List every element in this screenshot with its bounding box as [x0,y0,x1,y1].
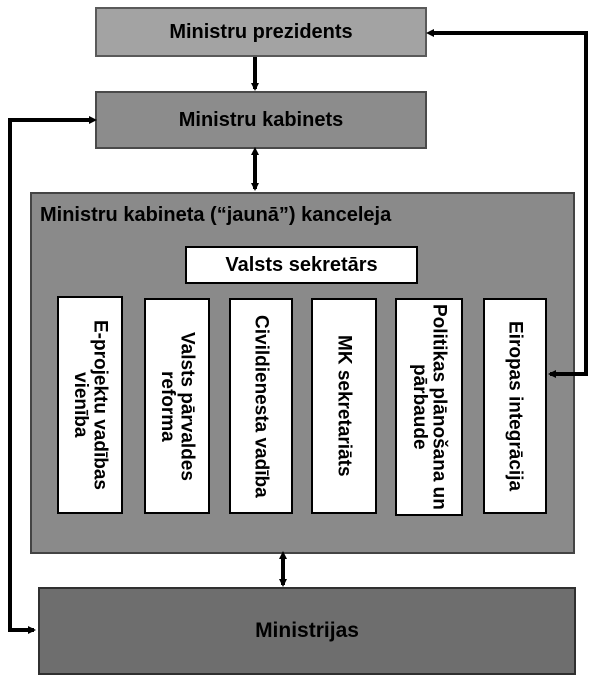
node-label: Ministru kabinets [178,108,344,131]
container-title: Ministru kabineta (“jaunā”) kanceleja [40,204,392,226]
unit-label: Civildienesta vadība [250,314,272,498]
node-ministrijas: Ministrijas [38,587,576,675]
node-label: Ministru prezidents [169,20,353,43]
unit-civildienesta: Civildienesta vadība [229,298,293,514]
node-ministru-prezidents: Ministru prezidents [95,7,427,57]
node-label: Ministrijas [255,619,359,642]
unit-mk-sekretariats: MK sekretariāts [311,298,377,514]
unit-label: MK sekretariāts [333,335,355,477]
unit-valsts-parvaldes: Valsts pārvaldes reforma [144,298,210,514]
arrow-cabinet-ministries [8,116,97,634]
node-valsts-sekretars: Valsts sekretārs [185,246,418,284]
unit-label: Valsts pārvaldes reforma [157,331,198,481]
node-label: Valsts sekretārs [225,253,378,276]
arrow-president-eu-integration [426,29,588,378]
